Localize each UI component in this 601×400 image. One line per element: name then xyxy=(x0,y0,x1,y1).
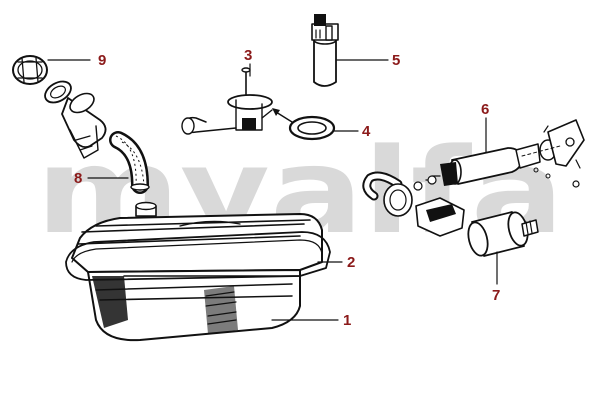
filler-cap xyxy=(12,55,48,85)
in-tank-fuel-pump xyxy=(311,14,339,87)
leader-lines xyxy=(47,59,498,321)
fuel-gauge-sender xyxy=(181,67,273,135)
callout-3: 3 xyxy=(244,47,252,64)
tank-seal xyxy=(65,231,331,281)
pump-mounting-bracket xyxy=(362,171,465,237)
callout-5: 5 xyxy=(392,52,400,69)
callout-6: 6 xyxy=(481,101,489,118)
filler-hose xyxy=(109,131,150,194)
callout-8: 8 xyxy=(74,170,82,187)
callout-1: 1 xyxy=(343,312,351,329)
callout-9: 9 xyxy=(98,52,106,69)
callout-labels: 9 3 5 4 6 8 2 7 1 xyxy=(74,47,500,329)
filler-neck xyxy=(44,80,107,159)
assembly-arrowhead xyxy=(272,108,280,116)
fuel-tank xyxy=(71,201,323,342)
callout-7: 7 xyxy=(492,287,500,304)
sender-gasket xyxy=(288,115,336,141)
external-fuel-pump xyxy=(425,119,585,188)
callout-4: 4 xyxy=(362,123,371,140)
fuel-filter xyxy=(467,211,539,257)
assembly-arrow xyxy=(275,111,293,123)
callout-2: 2 xyxy=(347,254,355,271)
